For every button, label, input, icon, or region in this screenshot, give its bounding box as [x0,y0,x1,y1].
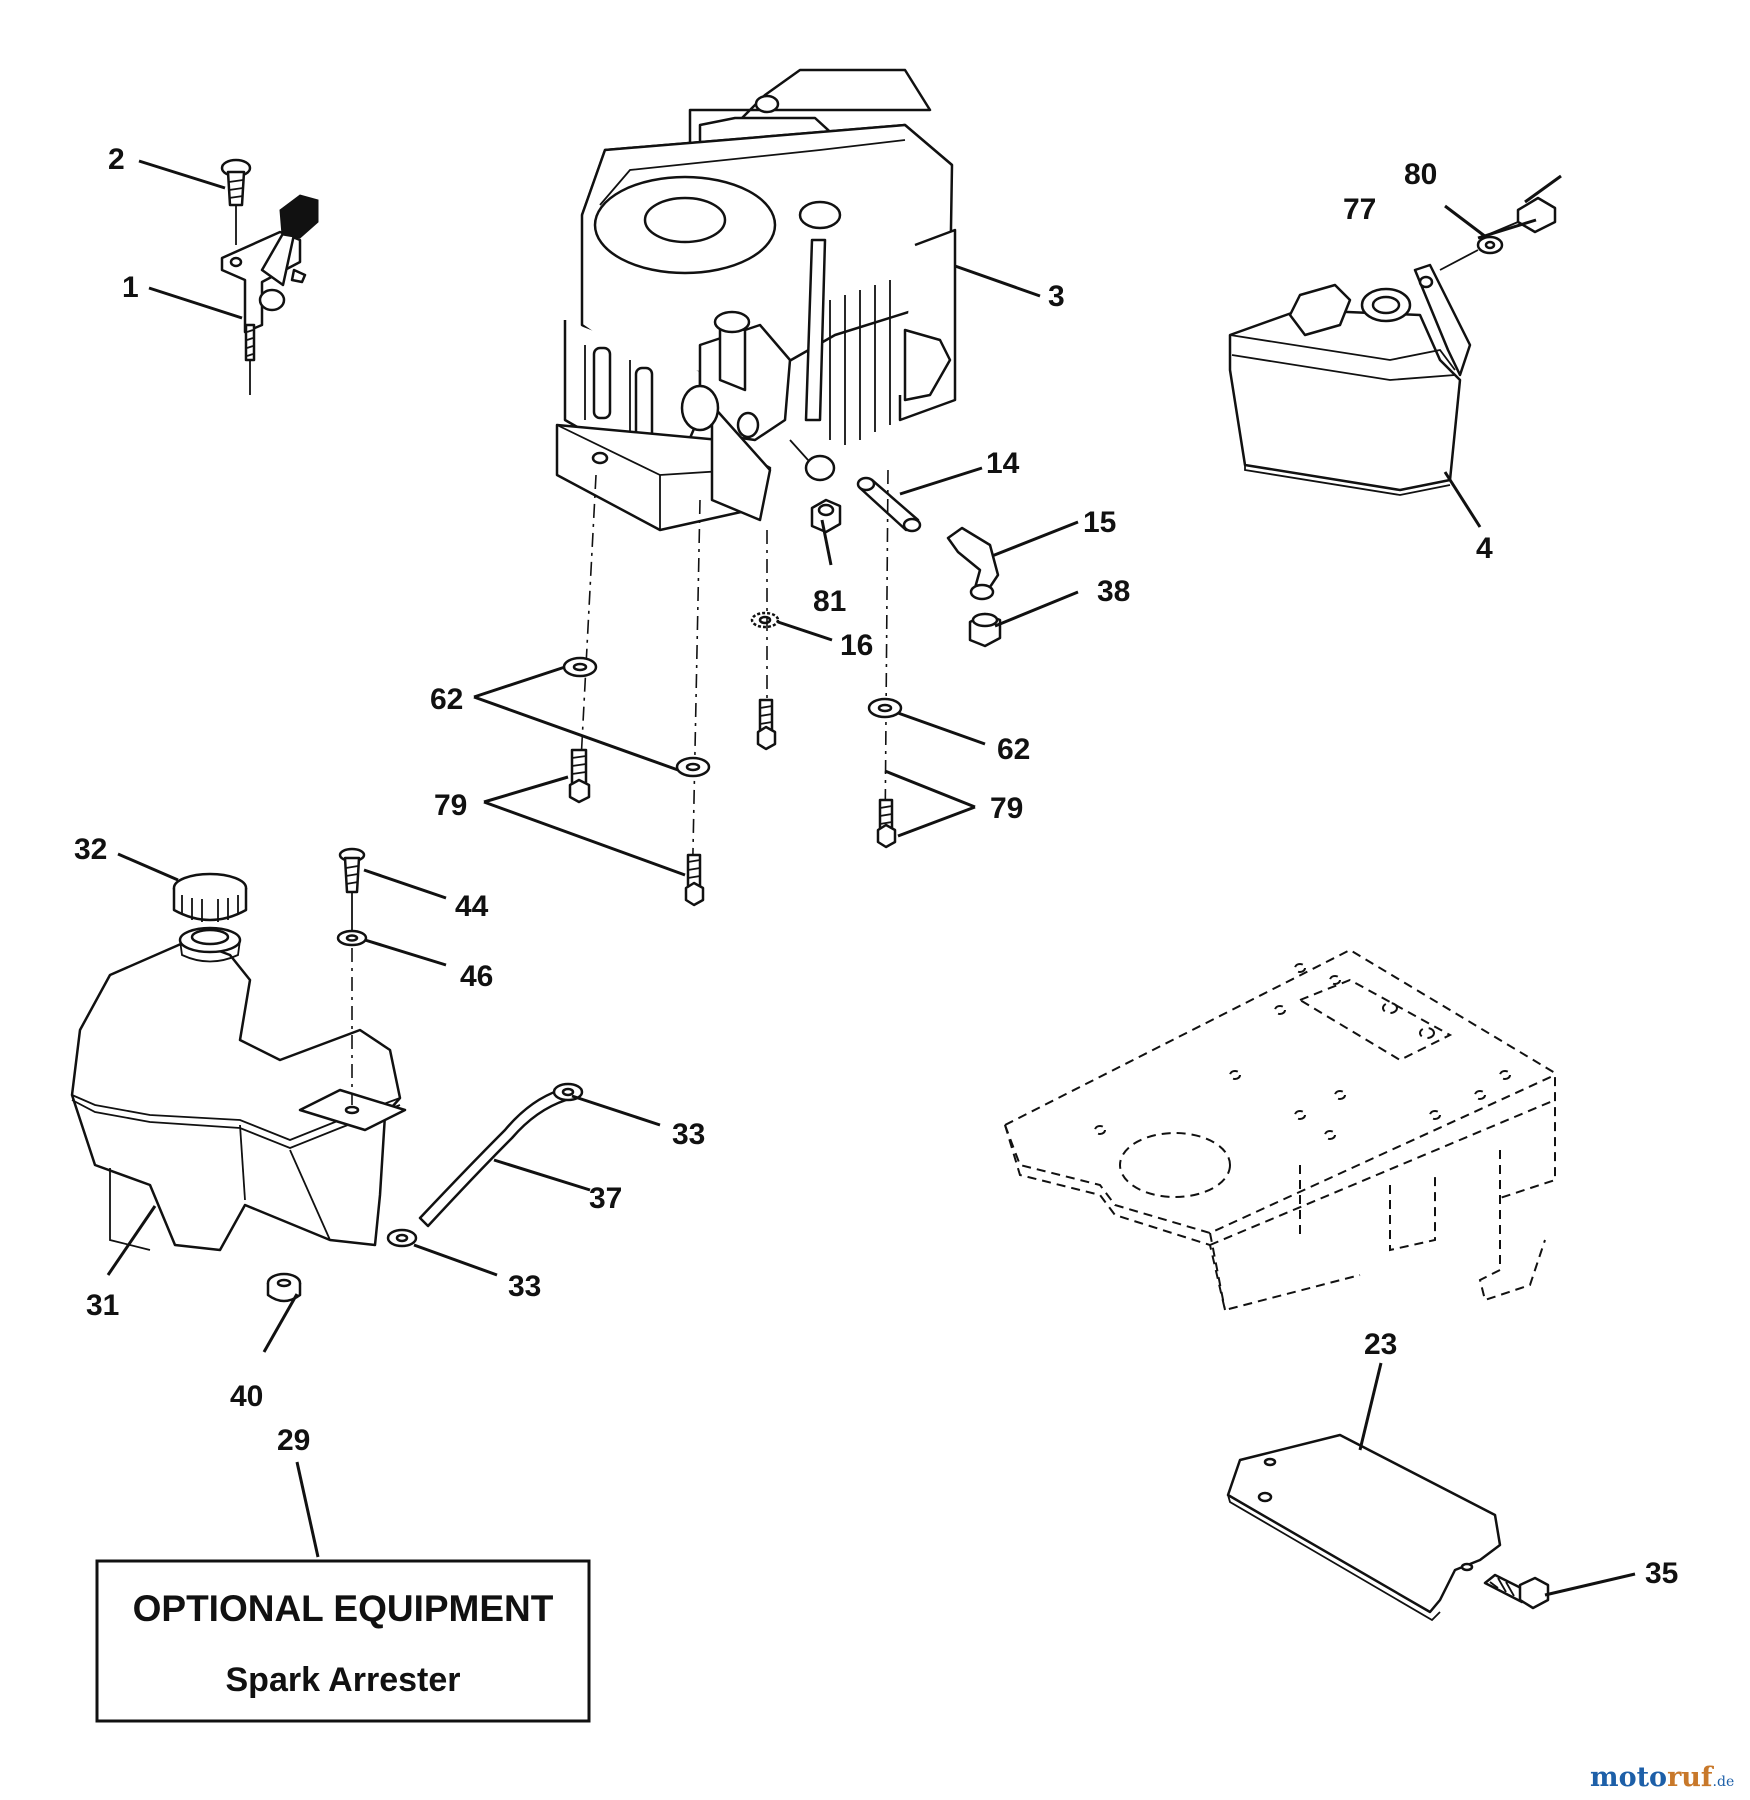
optional-equipment-subtitle: Spark Arrester [226,1661,461,1699]
watermark-suffix: .de [1713,1774,1735,1790]
callout-44: 44 [455,890,489,923]
callout-46: 46 [460,960,493,993]
callout-38: 38 [1097,575,1130,608]
muffler-drawing [1228,196,1557,496]
callout-62-right: 62 [997,733,1030,766]
callout-80: 80 [1404,158,1437,191]
callout-37: 37 [589,1182,622,1215]
callout-40: 40 [230,1380,263,1413]
throttle-control-drawing [220,158,319,395]
fuel-fittings-drawing [750,476,1002,648]
callout-79-left: 79 [434,789,467,822]
leader-lines [106,159,1636,1597]
callout-15: 15 [1083,506,1116,539]
fuel-tank-drawing [70,847,407,1303]
callout-29: 29 [277,1424,310,1457]
optional-equipment-box: OPTIONAL EQUIPMENT Spark Arrester [95,1559,591,1723]
callout-79-right: 79 [990,792,1023,825]
chassis-frame-drawing [1004,948,1556,1312]
callout-77: 77 [1343,193,1376,226]
svg-text:motoruf.de: motoruf.de [1590,1762,1734,1793]
callout-33-top: 33 [672,1118,705,1151]
heat-shield-drawing [1226,1433,1550,1622]
callout-81: 81 [813,585,846,618]
callout-1: 1 [122,271,139,304]
callout-3: 3 [1048,280,1065,313]
callout-31: 31 [86,1289,119,1322]
callout-23: 23 [1364,1328,1397,1361]
watermark-part2: ruf [1667,1762,1715,1793]
optional-equipment-title: OPTIONAL EQUIPMENT [133,1588,554,1629]
callout-32: 32 [74,833,107,866]
fuel-hose-drawing [386,1082,584,1248]
callout-4: 4 [1476,532,1493,565]
callout-16: 16 [840,629,873,662]
callout-62-left: 62 [430,683,463,716]
callout-35: 35 [1645,1557,1678,1590]
callout-2: 2 [108,143,125,176]
watermark-logo: motoruf.de [1590,1762,1734,1793]
engine-drawing [555,68,957,532]
watermark-part1: moto [1590,1762,1667,1793]
mounting-hardware-drawing [562,469,903,907]
callout-14: 14 [986,447,1020,480]
callout-labels: 2 1 3 80 77 4 14 15 38 81 16 62 62 79 79… [74,143,1678,1590]
callout-33-bottom: 33 [508,1270,541,1303]
